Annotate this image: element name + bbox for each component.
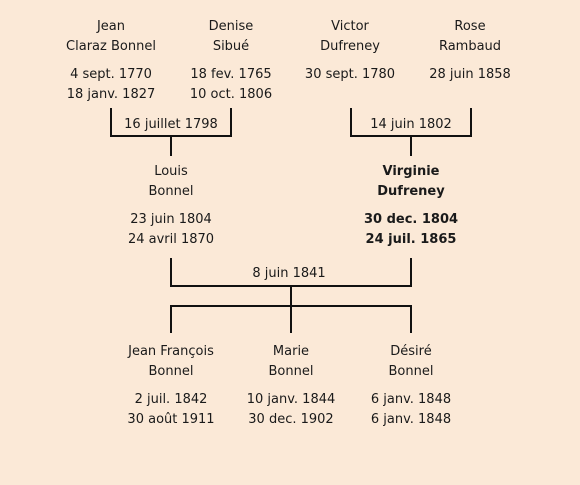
first-name: Rose [454, 19, 486, 34]
first-name: Désiré [390, 344, 432, 359]
first-name: Victor [331, 19, 369, 34]
person-rose-rambaud: Rose Rambaud 28 juin 1858 [400, 17, 540, 85]
birth-date: 30 dec. 1804 [363, 212, 459, 227]
death-date: 6 janv. 1848 [370, 412, 452, 427]
first-name: Denise [208, 19, 254, 34]
person-jean-claraz-bonnel: Jean Claraz Bonnel 4 sept. 1770 18 janv.… [41, 17, 181, 105]
birth-date: 18 fev. 1765 [190, 67, 272, 82]
death-date: 30 dec. 1902 [248, 412, 334, 427]
last-name: Claraz Bonnel [66, 39, 156, 54]
birth-date: 2 juil. 1842 [134, 392, 208, 407]
marriage-date-right: 14 juin 1802 [370, 117, 452, 132]
last-name: Bonnel [388, 364, 434, 379]
first-name: Louis [154, 164, 188, 179]
birth-date: 6 janv. 1848 [370, 392, 452, 407]
last-name: Dufreney [320, 39, 380, 54]
death-date: 28 juin 1858 [429, 67, 511, 82]
last-name: Bonnel [268, 364, 314, 379]
last-name: Rambaud [438, 39, 502, 54]
last-name: Bonnel [148, 364, 194, 379]
death-date: 30 août 1911 [127, 412, 215, 427]
person-denise-sibue: Denise Sibué 18 fev. 1765 10 oct. 1806 [161, 17, 301, 105]
marriage-date-gen2: 8 juin 1841 [252, 266, 326, 281]
last-name: Sibué [212, 39, 250, 54]
birth-date: 30 sept. 1780 [304, 67, 396, 82]
birth-date: 10 janv. 1844 [246, 392, 336, 407]
last-name: Bonnel [148, 184, 194, 199]
first-name: Jean François [128, 344, 214, 359]
death-date: 10 oct. 1806 [189, 87, 273, 102]
death-date: 18 janv. 1827 [66, 87, 156, 102]
first-name: Jean [96, 19, 126, 34]
person-jean-francois-bonnel: Jean François Bonnel 2 juil. 1842 30 aoû… [101, 342, 241, 430]
birth-date: 23 juin 1804 [130, 212, 212, 227]
first-name: Virginie [382, 164, 440, 179]
birth-date: 4 sept. 1770 [70, 67, 152, 82]
death-date: 24 avril 1870 [127, 232, 215, 247]
person-louis-bonnel: Louis Bonnel 23 juin 1804 24 avril 1870 [101, 162, 241, 250]
person-victor-dufreney: Victor Dufreney 30 sept. 1780 [280, 17, 420, 85]
death-date: 24 juil. 1865 [365, 232, 457, 247]
marriage-date-left: 16 juillet 1798 [124, 117, 218, 132]
person-marie-bonnel: Marie Bonnel 10 janv. 1844 30 dec. 1902 [221, 342, 361, 430]
last-name: Dufreney [377, 184, 445, 199]
first-name: Marie [272, 344, 310, 359]
person-desire-bonnel: Désiré Bonnel 6 janv. 1848 6 janv. 1848 [341, 342, 481, 430]
person-virginie-dufreney: Virginie Dufreney 30 dec. 1804 24 juil. … [341, 162, 481, 250]
